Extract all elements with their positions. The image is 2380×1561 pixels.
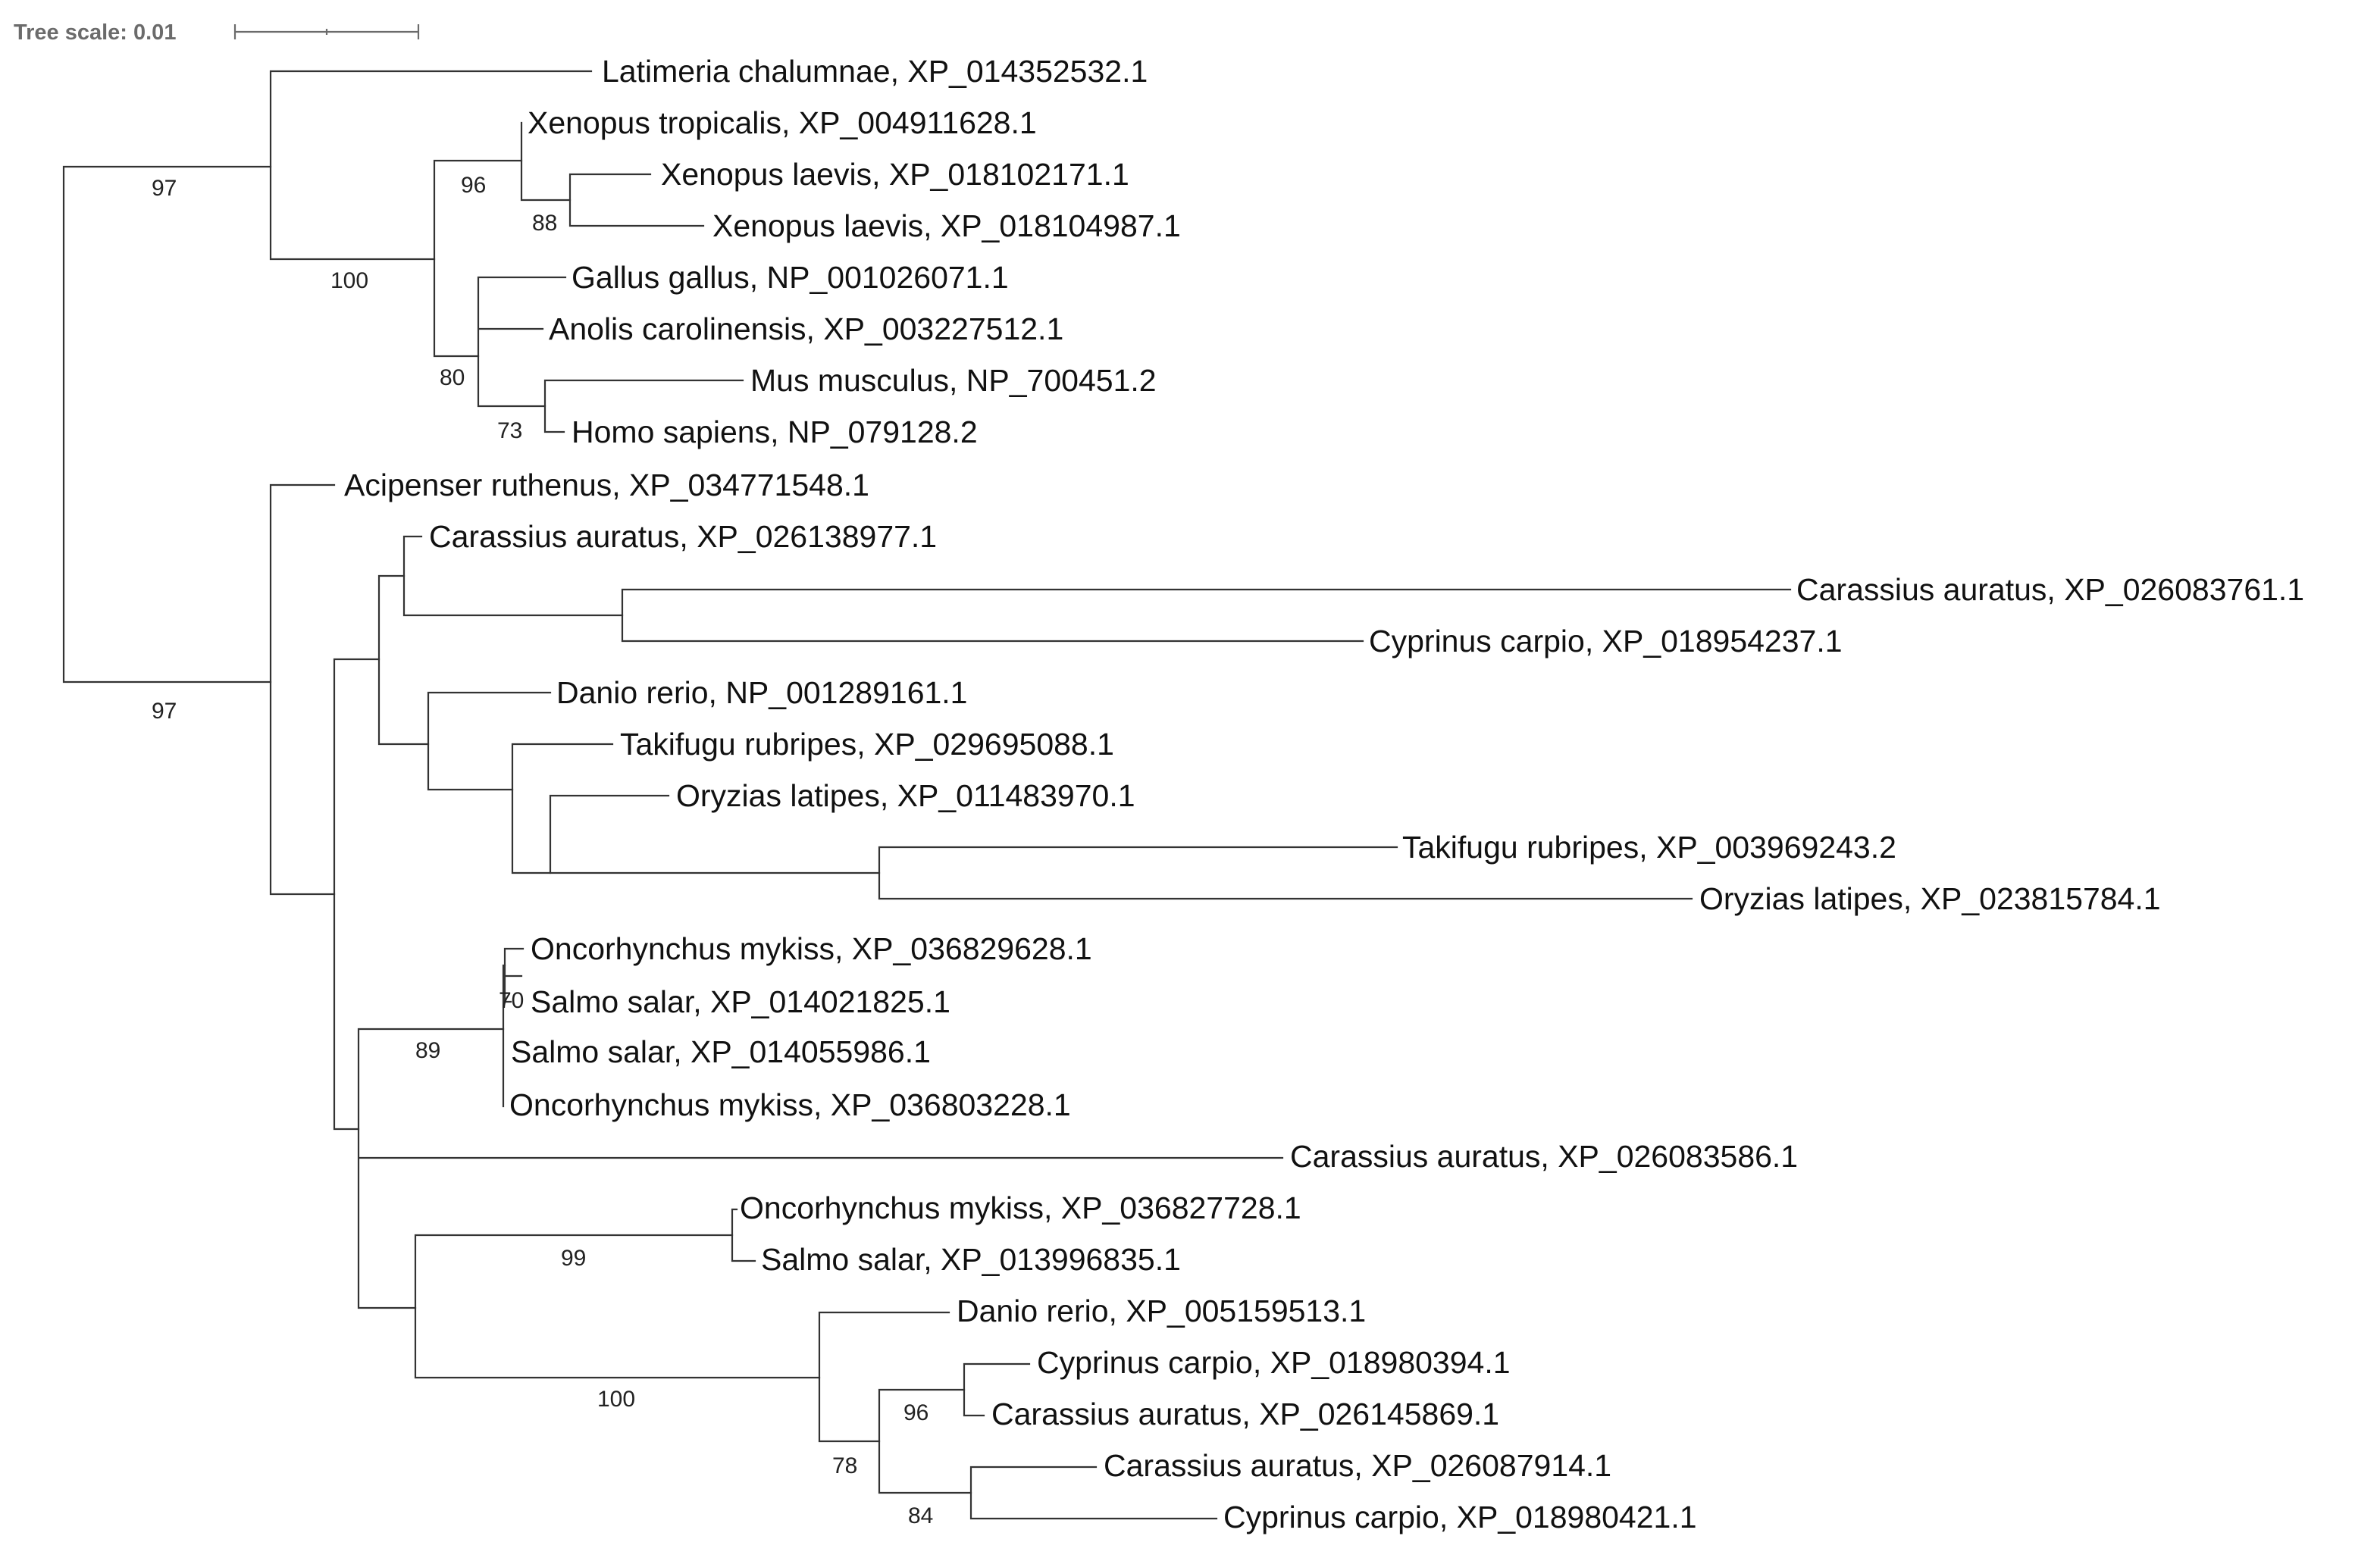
support-value: 88 bbox=[532, 211, 557, 236]
leaf-label: Cyprinus carpio, XP_018954237.1 bbox=[1369, 624, 1843, 658]
support-value: 84 bbox=[908, 1503, 933, 1528]
support-value: 97 bbox=[152, 176, 177, 201]
leaf-label: Takifugu rubripes, XP_029695088.1 bbox=[620, 727, 1114, 762]
leaf-label: Oryzias latipes, XP_023815784.1 bbox=[1699, 881, 2161, 916]
leaf-label: Takifugu rubripes, XP_003969243.2 bbox=[1402, 830, 1896, 865]
tree-scale: Tree scale: 0.01 bbox=[14, 20, 420, 45]
leaf-label: Carassius auratus, XP_026083761.1 bbox=[1796, 572, 2304, 607]
leaf-label: Salmo salar, XP_013996835.1 bbox=[761, 1242, 1181, 1277]
leaf-label: Carassius auratus, XP_026083586.1 bbox=[1290, 1139, 1798, 1174]
leaf-label: Xenopus tropicalis, XP_004911628.1 bbox=[528, 105, 1037, 140]
leaf-label: Homo sapiens, NP_079128.2 bbox=[572, 414, 978, 449]
leaf-label: Oncorhynchus mykiss, XP_036803228.1 bbox=[509, 1087, 1071, 1122]
support-value: 100 bbox=[330, 268, 368, 293]
support-value: 99 bbox=[561, 1246, 586, 1271]
leaf-label: Carassius auratus, XP_026138977.1 bbox=[429, 519, 937, 554]
support-value: 96 bbox=[903, 1400, 929, 1425]
leaf-label: Acipenser ruthenus, XP_034771548.1 bbox=[344, 468, 869, 502]
leaf-label: Mus musculus, NP_700451.2 bbox=[750, 363, 1157, 398]
leaf-label: Oncorhynchus mykiss, XP_036827728.1 bbox=[740, 1190, 1301, 1225]
leaf-label: Anolis carolinensis, XP_003227512.1 bbox=[549, 311, 1063, 346]
leaf-label: Salmo salar, XP_014021825.1 bbox=[531, 984, 950, 1019]
leaf-label: Oncorhynchus mykiss, XP_036829628.1 bbox=[531, 931, 1092, 966]
leaf-labels: Latimeria chalumnae, XP_014352532.1 Xeno… bbox=[344, 54, 2304, 1534]
support-value: 89 bbox=[415, 1038, 440, 1063]
support-value: 80 bbox=[440, 365, 465, 390]
leaf-label: Xenopus laevis, XP_018102171.1 bbox=[661, 157, 1129, 192]
support-value: 73 bbox=[497, 418, 522, 443]
support-value: 70 bbox=[499, 988, 524, 1013]
tree-scale-bar bbox=[233, 24, 420, 39]
tree-scale-label: Tree scale: 0.01 bbox=[14, 20, 176, 45]
leaf-label: Gallus gallus, NP_001026071.1 bbox=[572, 260, 1009, 295]
leaf-label: Cyprinus carpio, XP_018980421.1 bbox=[1223, 1500, 1697, 1534]
tree-branches bbox=[62, 70, 1792, 1520]
leaf-label: Oryzias latipes, XP_011483970.1 bbox=[676, 778, 1135, 813]
leaf-label: Danio rerio, XP_005159513.1 bbox=[957, 1294, 1366, 1328]
leaf-label: Latimeria chalumnae, XP_014352532.1 bbox=[602, 54, 1148, 89]
leaf-label: Cyprinus carpio, XP_018980394.1 bbox=[1037, 1345, 1511, 1380]
support-value: 97 bbox=[152, 699, 177, 724]
leaf-label: Danio rerio, NP_001289161.1 bbox=[556, 675, 968, 710]
support-values: 97 100 96 88 80 73 97 70 89 99 100 96 78… bbox=[152, 173, 933, 1528]
leaf-label: Salmo salar, XP_014055986.1 bbox=[511, 1034, 931, 1069]
leaf-label: Carassius auratus, XP_026087914.1 bbox=[1104, 1448, 1611, 1483]
leaf-label: Xenopus laevis, XP_018104987.1 bbox=[712, 208, 1181, 243]
support-value: 78 bbox=[832, 1453, 857, 1478]
leaf-label: Carassius auratus, XP_026145869.1 bbox=[991, 1397, 1499, 1431]
support-value: 100 bbox=[597, 1387, 635, 1412]
support-value: 96 bbox=[461, 173, 486, 198]
